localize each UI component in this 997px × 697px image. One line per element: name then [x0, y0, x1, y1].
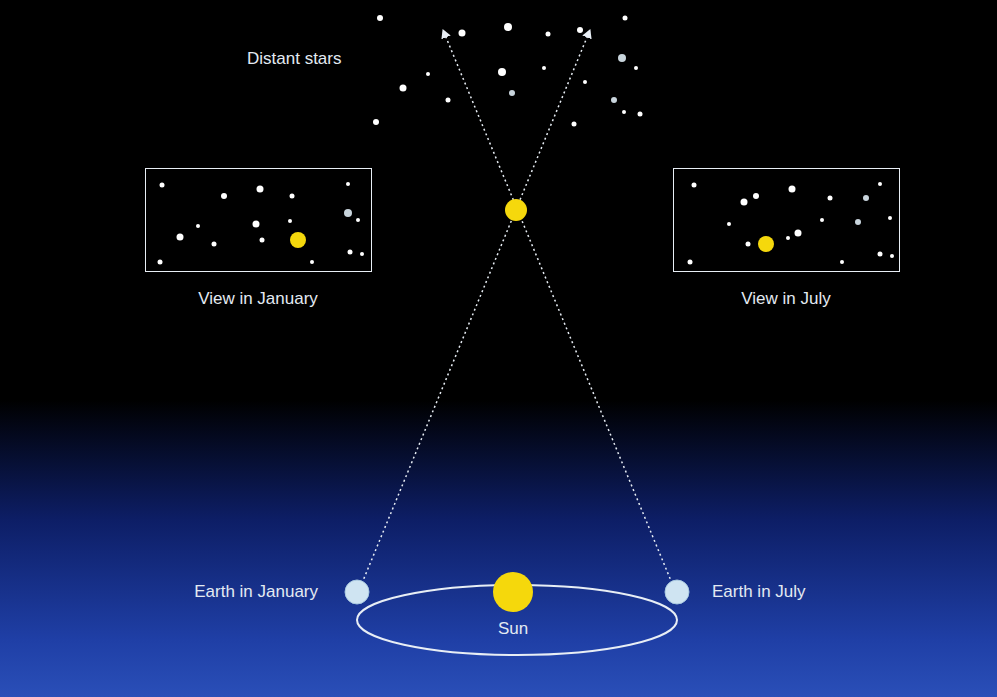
earth-july [665, 580, 689, 604]
sight-lines [360, 30, 674, 588]
july-view-stars [688, 182, 895, 265]
diagram-label: Earth in July [712, 582, 806, 602]
near-star [505, 199, 527, 221]
view-caption: View in July [741, 289, 830, 309]
diagram-label: Sun [498, 619, 528, 639]
distant-stars [373, 15, 643, 127]
diagram-label: Distant stars [247, 49, 341, 69]
january-view-stars [158, 182, 365, 265]
diagram-label: Earth in January [194, 582, 318, 602]
view-caption: View in January [198, 289, 318, 309]
earth-january [345, 580, 369, 604]
sun-symbol [493, 572, 533, 612]
sky-view-frame: View in January [145, 168, 372, 272]
sky-view-frame: View in July [673, 168, 900, 272]
